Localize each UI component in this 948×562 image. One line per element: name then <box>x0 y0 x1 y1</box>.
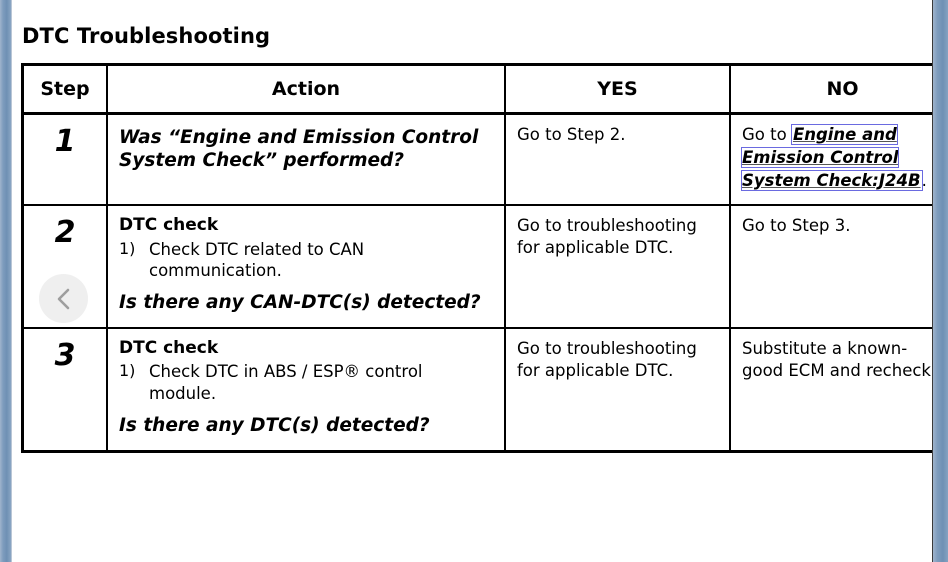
cell-no: Go to Step 3. <box>729 204 932 329</box>
no-text: Go to Step 3. <box>742 216 851 236</box>
cell-step-number: 3 <box>21 326 108 453</box>
action-question: Is there any CAN-DTC(s) detected? <box>119 292 481 314</box>
list-item-marker: 1) <box>119 361 136 381</box>
engine-emission-check-link[interactable]: Engine and Emission Control System Check… <box>741 124 923 191</box>
cell-yes: Go to Step 2. <box>504 112 731 207</box>
dtc-troubleshooting-table: Step Action YES NO 1 Was “Engine and Emi… <box>21 63 932 453</box>
page-title: DTC Troubleshooting <box>22 24 271 48</box>
no-text: Go to Engine and Emission Control System… <box>741 124 932 192</box>
list-item-text: Check DTC related to CAN communication. <box>149 239 365 280</box>
table-row: 3 DTC check 1) Check DTC in ABS / ESP® c… <box>21 326 932 453</box>
action-question: Is there any DTC(s) detected? <box>119 415 430 437</box>
yes-text: Go to Step 2. <box>517 125 626 144</box>
document-content: DTC Troubleshooting Step Action YES NO 1 <box>12 0 932 562</box>
column-header-step: Step <box>21 63 108 115</box>
step-number: 3 <box>54 337 76 373</box>
action-heading: DTC check <box>119 215 219 236</box>
left-scroll-edge[interactable] <box>0 0 12 562</box>
column-header-action: Action <box>106 63 506 115</box>
no-text-prefix: Go to <box>742 125 792 144</box>
column-header-no: NO <box>729 63 932 115</box>
no-text: Substitute a known-good ECM and recheck. <box>742 338 932 380</box>
yes-text: Go to troubleshooting for applicable DTC… <box>517 216 697 258</box>
list-item-marker: 1) <box>119 238 136 258</box>
action-list-item: 1) Check DTC related to CAN communicatio… <box>119 239 494 282</box>
cell-step-number: 1 <box>21 112 108 207</box>
action-question: Was “Engine and Emission Control System … <box>119 127 479 172</box>
list-item-text: Check DTC in ABS / ESP® control module. <box>149 362 423 403</box>
cell-action: DTC check 1) Check DTC in ABS / ESP® con… <box>106 326 506 453</box>
action-list-item: 1) Check DTC in ABS / ESP® control modul… <box>119 361 494 404</box>
previous-page-button[interactable] <box>39 274 88 323</box>
cell-yes: Go to troubleshooting for applicable DTC… <box>504 326 731 453</box>
table-row: 2 DTC check 1) Check DTC related to CAN … <box>21 204 932 329</box>
step-number: 2 <box>54 215 76 251</box>
cell-yes: Go to troubleshooting for applicable DTC… <box>504 204 731 329</box>
chevron-left-icon <box>53 286 75 312</box>
yes-text: Go to troubleshooting for applicable DTC… <box>517 338 697 380</box>
cell-action: Was “Engine and Emission Control System … <box>106 112 506 207</box>
right-scroll-edge[interactable] <box>932 0 948 562</box>
cell-no: Substitute a known-good ECM and recheck. <box>729 326 932 453</box>
step-number: 1 <box>54 124 76 159</box>
table-row: 1 Was “Engine and Emission Control Syste… <box>21 112 932 207</box>
cell-no: Go to Engine and Emission Control System… <box>729 112 932 207</box>
table-header-row: Step Action YES NO <box>21 63 932 115</box>
cell-action: DTC check 1) Check DTC related to CAN co… <box>106 204 506 329</box>
action-heading: DTC check <box>119 337 219 358</box>
column-header-yes: YES <box>504 63 731 115</box>
no-text-suffix: . <box>921 170 927 190</box>
